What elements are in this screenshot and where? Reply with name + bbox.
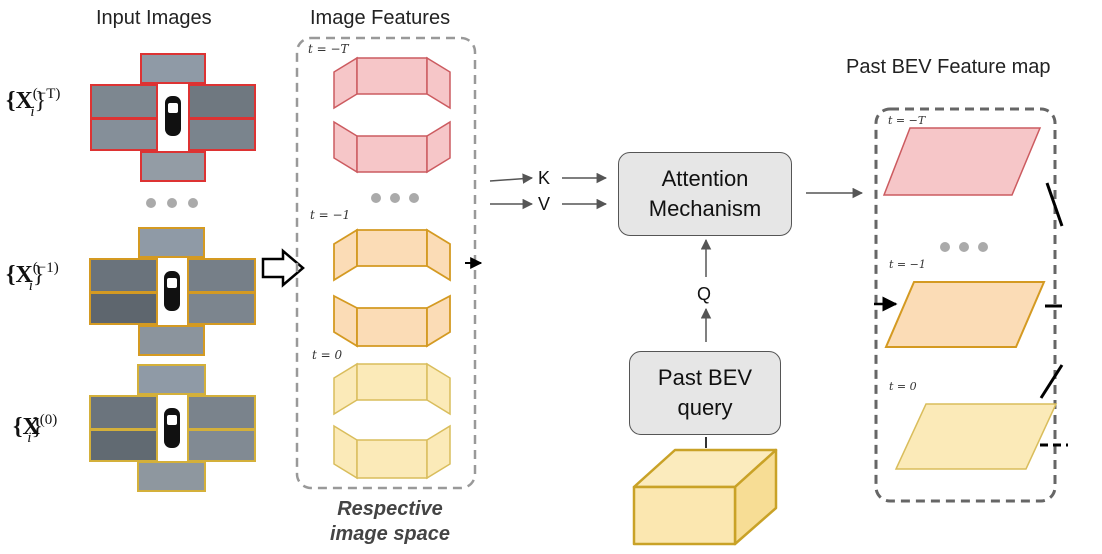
feature-time-label-T: t = −T xyxy=(308,42,349,56)
camera-rig-t-minus-T xyxy=(90,53,256,182)
k-label: K xyxy=(538,168,551,188)
caption-line-1: Respective xyxy=(337,498,443,520)
past-bev-query-label: Past BEV query xyxy=(657,365,753,420)
feature-ring-yellow xyxy=(333,362,451,480)
input-images-heading: Input Images xyxy=(96,7,212,29)
bev-container xyxy=(874,107,1057,503)
input-label-sub: i xyxy=(28,278,33,294)
ellipsis-dots-inputs xyxy=(146,198,198,208)
ellipsis-dots-bev xyxy=(940,242,988,252)
past-bev-query-box: Past BEV query xyxy=(629,351,781,435)
input-label-base: {X xyxy=(6,88,33,114)
ellipsis-dots-features xyxy=(371,193,419,203)
camera-rig-t-minus-1 xyxy=(89,227,256,356)
input-label-base: {X xyxy=(13,414,40,440)
camera-rig-t-0 xyxy=(89,364,256,492)
image-features-heading: Image Features xyxy=(310,7,451,29)
bev-time-label-0: t = 0 xyxy=(889,380,917,393)
input-label-close: } xyxy=(31,414,43,440)
feature-ring-orange xyxy=(333,228,451,348)
q-label: Q xyxy=(697,284,712,304)
input-label-sub: i xyxy=(30,104,35,120)
input-label-base: {X xyxy=(6,262,33,288)
bev-query-cube xyxy=(632,448,778,546)
k-in-arrow xyxy=(489,173,534,184)
big-hollow-arrow xyxy=(261,248,305,288)
bev-time-label-T: t = −T xyxy=(888,114,926,127)
input-label-sup: (−T) xyxy=(32,86,61,102)
input-label-t-0: {X(0) i} xyxy=(13,412,57,447)
feature-time-label-1: t = −1 xyxy=(310,208,351,222)
attention-mechanism-label: Attention Mechanism xyxy=(648,166,762,221)
bev-plane-red xyxy=(882,127,1042,196)
input-label-sup: (−1) xyxy=(32,260,59,276)
bev-time-label-1: t = −1 xyxy=(889,258,926,271)
feature-time-label-0: t = 0 xyxy=(312,348,343,362)
v-label: V xyxy=(538,194,551,214)
caption-line-2: image space xyxy=(329,523,451,545)
input-label-close: } xyxy=(32,262,45,288)
edge-line-1 xyxy=(1045,182,1064,227)
respective-image-space-caption: Respective image space xyxy=(310,497,470,547)
input-label-t-minus-T: {X(−T) i} xyxy=(6,86,60,121)
attention-mechanism-box: Attention Mechanism xyxy=(618,152,792,236)
input-label-close: } xyxy=(34,88,47,114)
input-label-sub: i xyxy=(27,430,32,446)
bev-plane-yellow xyxy=(894,403,1058,470)
feature-ring-red xyxy=(333,56,451,174)
past-bev-heading: Past BEV Feature map xyxy=(846,56,1051,78)
bev-plane-orange xyxy=(884,281,1046,348)
input-label-sup: (0) xyxy=(39,412,58,428)
edge-line-3 xyxy=(1039,364,1064,399)
input-label-t-minus-1: {X(−1) i} xyxy=(6,260,59,295)
